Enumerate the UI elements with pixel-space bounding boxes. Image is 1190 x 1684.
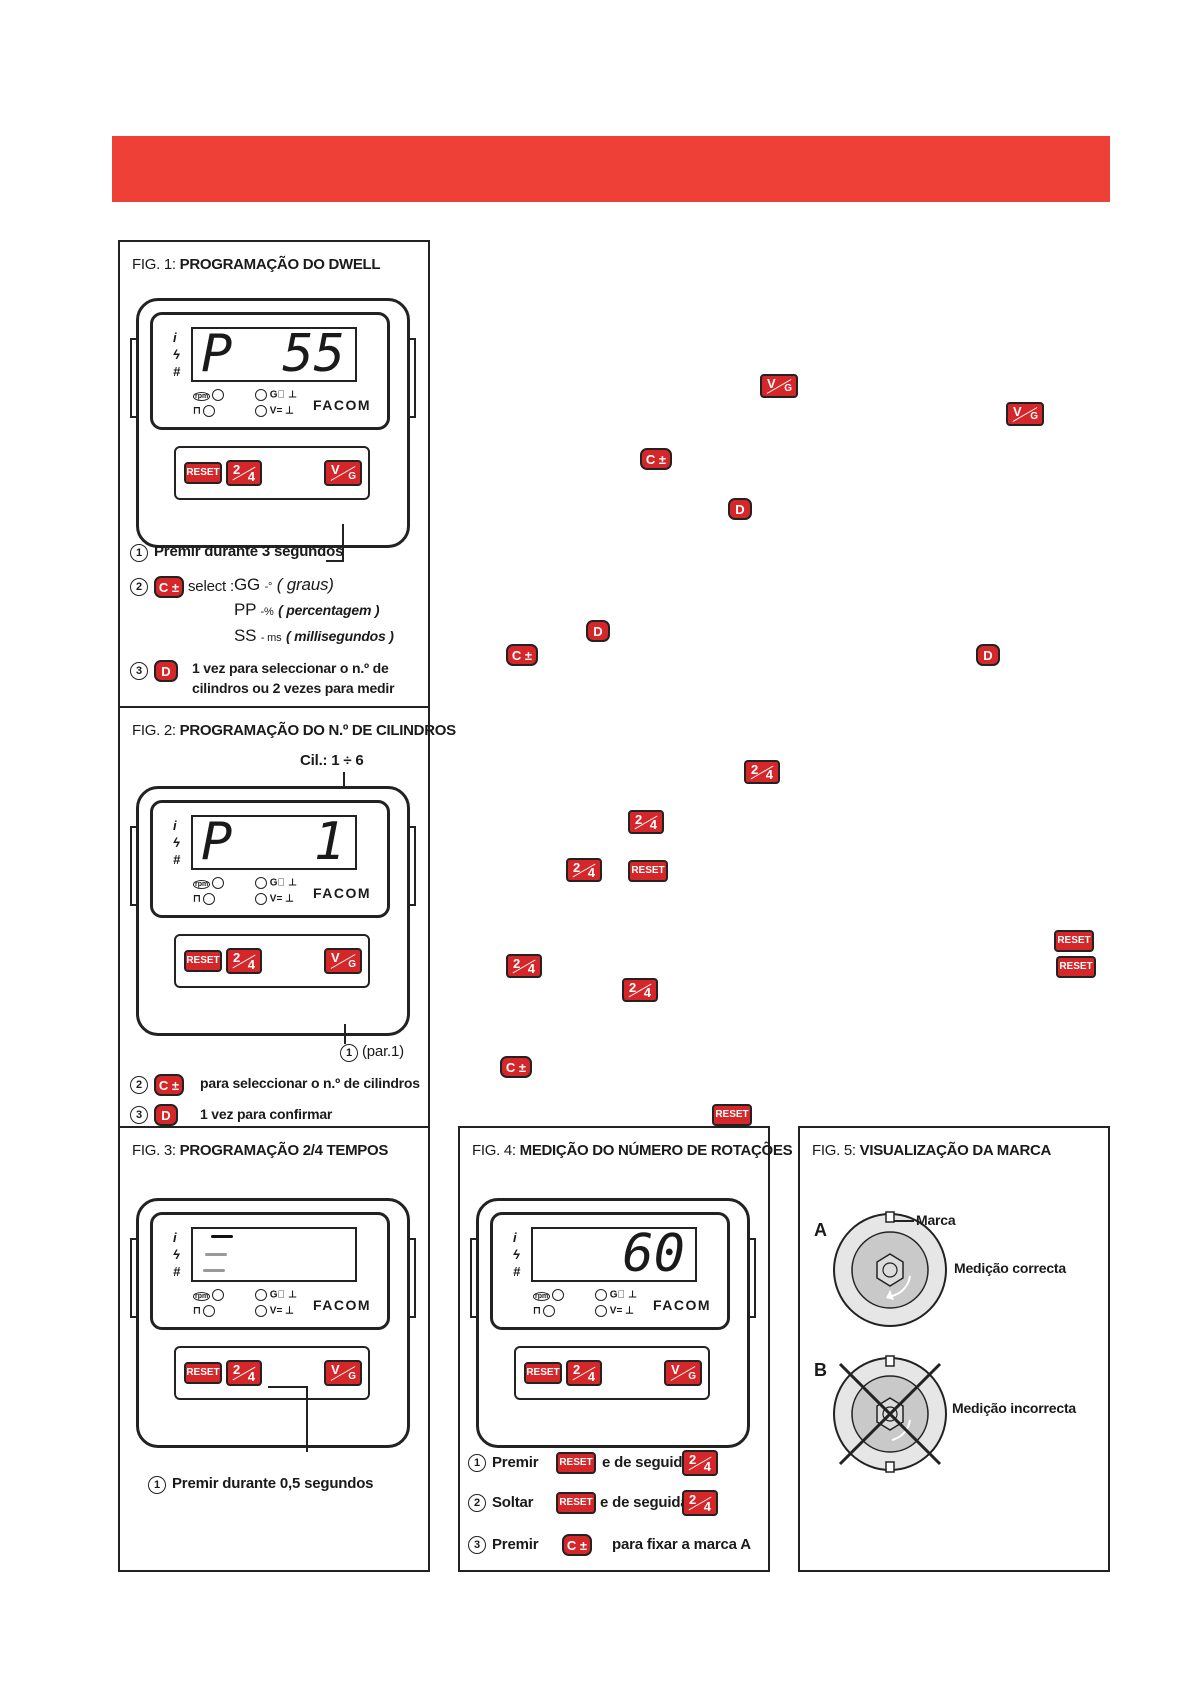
c-button[interactable]: C ± <box>562 1534 592 1556</box>
brand-logo: FACOM <box>312 1297 371 1313</box>
probe-icon: ⊓ <box>533 1305 541 1317</box>
c-button[interactable]: C ± <box>154 1074 184 1096</box>
fig2-panel: FIG. 2: PROGRAMAÇÃO DO N.º DE CILINDROS … <box>118 706 456 1130</box>
correct-mark-diagram <box>833 1211 947 1327</box>
c-button[interactable]: C ± <box>500 1056 532 1078</box>
ground-icon: ⊥ <box>285 893 294 905</box>
probe-icon: ⊓ <box>193 1305 201 1317</box>
reset-button[interactable]: RESET <box>556 1452 596 1474</box>
probe-icon: ⊓ <box>193 405 201 417</box>
reset-button[interactable]: RESET <box>184 462 222 484</box>
header-red-bar <box>112 136 1110 202</box>
dwell-icon: G⃕ ⊥ <box>609 1289 637 1301</box>
brand-logo: FACOM <box>312 885 371 901</box>
rpm-icon: rpm <box>193 1291 211 1301</box>
ground-icon: ⊥ <box>625 1305 634 1317</box>
fig5-title: FIG. 5: VISUALIZAÇÃO DA MARCA <box>812 1142 1052 1159</box>
d-button[interactable]: D <box>976 644 1000 666</box>
brand-logo: FACOM <box>312 397 371 413</box>
cil-label: Cil.: 1 ÷ 6 <box>300 752 364 769</box>
rpm-icon: rpm <box>193 391 211 401</box>
fig2-title: FIG. 2: PROGRAMAÇÃO DO N.º DE CILINDROS <box>132 722 456 739</box>
dwell-icon: G⃕ ⊥ <box>269 1289 297 1301</box>
fig4-title: FIG. 4: MEDIÇÃO DO NÚMERO DE ROTAÇÕES <box>472 1142 793 1159</box>
reset-button[interactable]: RESET <box>1054 930 1094 952</box>
probe-icon: ⊓ <box>193 893 201 905</box>
fig1-title: FIG. 1: PROGRAMAÇÃO DO DWELL <box>132 256 381 273</box>
incorrect-mark-diagram <box>833 1355 947 1473</box>
reset-button[interactable]: RESET <box>1056 956 1096 978</box>
rpm-icon: rpm <box>193 879 211 889</box>
fig1-step1: Premir durante 3 segundos <box>154 543 344 560</box>
lcd-display: 60 <box>531 1227 697 1282</box>
reset-button[interactable]: RESET <box>628 860 668 882</box>
reset-button[interactable]: RESET <box>184 1362 222 1384</box>
dwell-icon: G⃕ ⊥ <box>269 877 297 889</box>
d-button[interactable]: D <box>154 660 178 682</box>
reset-button[interactable]: RESET <box>556 1492 596 1514</box>
ground-icon: ⊥ <box>285 1305 294 1317</box>
d-button[interactable]: D <box>154 1104 178 1126</box>
lcd-display <box>191 1227 357 1282</box>
c-button[interactable]: C ± <box>154 576 184 598</box>
ground-icon: ⊥ <box>285 405 294 417</box>
fig3-title: FIG. 3: PROGRAMAÇÃO 2/4 TEMPOS <box>132 1142 389 1159</box>
fig3-step1: Premir durante 0,5 segundos <box>172 1475 374 1492</box>
brand-logo: FACOM <box>652 1297 711 1313</box>
d-button[interactable]: D <box>586 620 610 642</box>
rpm-icon: rpm <box>533 1291 551 1301</box>
reset-button[interactable]: RESET <box>524 1362 562 1384</box>
fig5-panel: FIG. 5: VISUALIZAÇÃO DA MARCA A Marca Me… <box>798 1126 1110 1572</box>
dwell-icon: G⃕ ⊥ <box>269 389 297 401</box>
c-button[interactable]: C ± <box>506 644 538 666</box>
d-button[interactable]: D <box>728 498 752 520</box>
c-button[interactable]: C ± <box>640 448 672 470</box>
reset-button[interactable]: RESET <box>184 950 222 972</box>
reset-button[interactable]: RESET <box>712 1104 752 1126</box>
